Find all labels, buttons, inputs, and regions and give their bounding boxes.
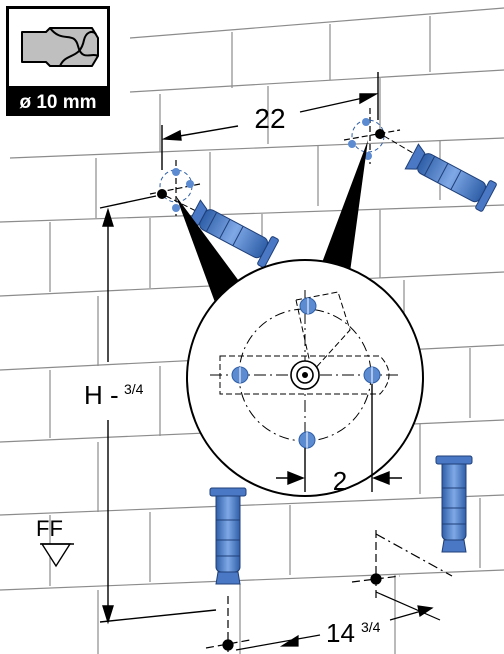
detail-magnifier bbox=[186, 259, 424, 497]
drill-size-label: ø 10 mm bbox=[19, 92, 96, 113]
dimension-14-label: 14 bbox=[326, 618, 355, 648]
drill-size-badge: ø 10 mm bbox=[6, 6, 110, 116]
magnifier-wedge-right bbox=[320, 140, 368, 272]
dimension-2 bbox=[276, 384, 402, 492]
wall-anchor-lower-right bbox=[435, 455, 473, 553]
dimension-height-fraction: 3/4 bbox=[124, 381, 144, 397]
dimension-height bbox=[99, 195, 217, 625]
dimension-2-label: 2 bbox=[333, 466, 347, 496]
dimension-14-3-4 bbox=[205, 530, 453, 654]
wall-anchor-upper-right bbox=[404, 143, 497, 212]
wall-anchor-lower-left bbox=[209, 487, 247, 585]
dimension-height-label: H - bbox=[84, 380, 119, 410]
finished-floor-marker: FF bbox=[36, 516, 74, 568]
dimension-22 bbox=[161, 72, 379, 170]
dimension-22-label: 22 bbox=[254, 103, 285, 134]
drill-bit-icon bbox=[21, 27, 99, 67]
drill-hole-left bbox=[149, 160, 201, 216]
svg-text:FF: FF bbox=[36, 516, 63, 541]
drill-hole-right bbox=[343, 108, 401, 164]
dimension-14-fraction: 3/4 bbox=[361, 619, 381, 635]
